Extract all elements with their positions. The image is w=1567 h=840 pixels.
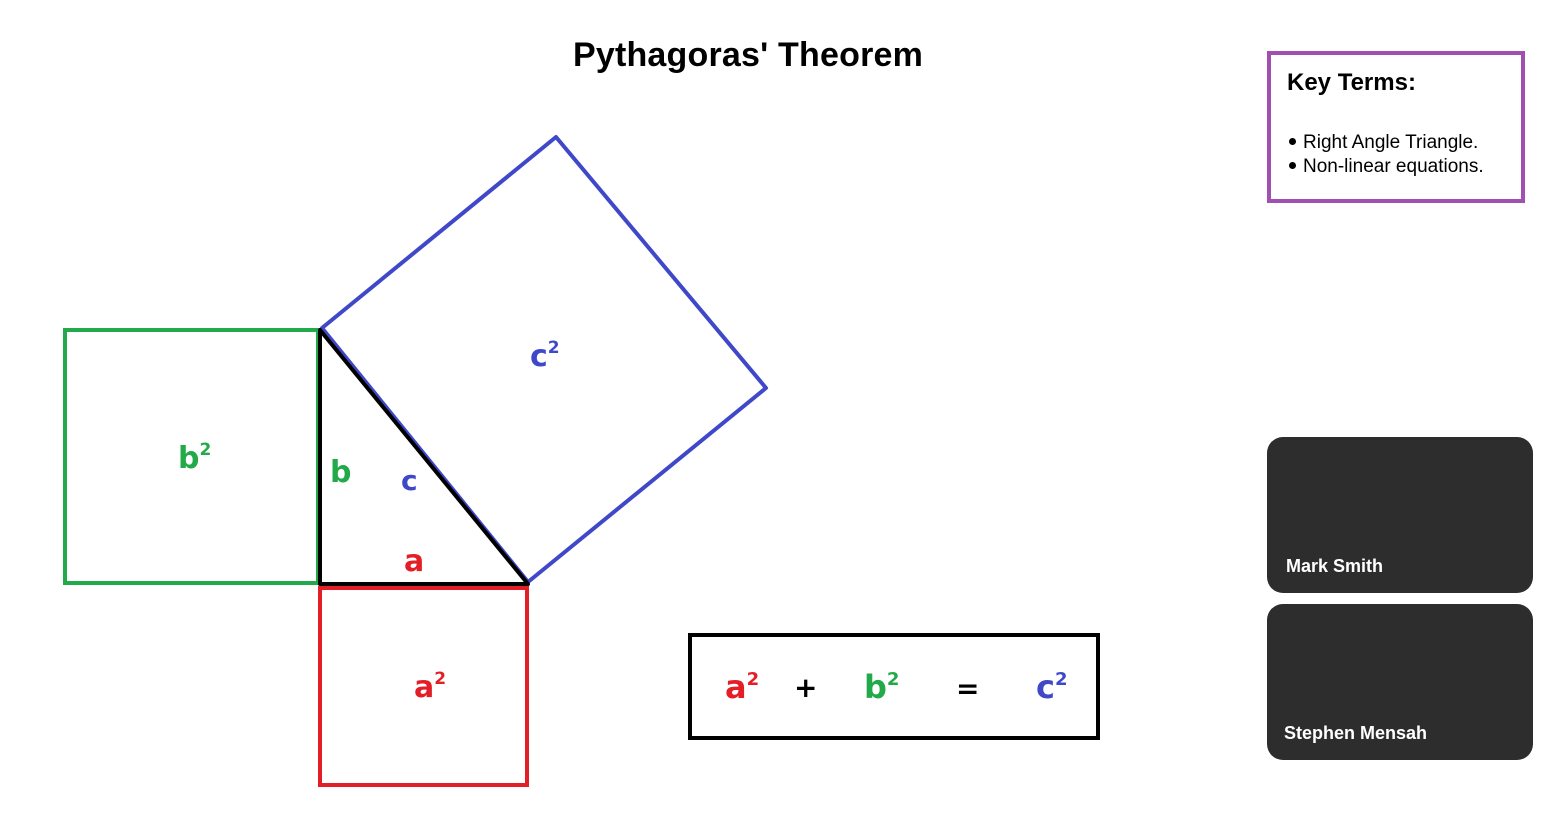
participant-name: Stephen Mensah: [1284, 723, 1428, 743]
b-squared-label: b2: [178, 440, 211, 476]
equation-equals: =: [956, 672, 979, 705]
bullet-icon: [1289, 138, 1296, 146]
equation-c-base: c: [1036, 668, 1055, 706]
c-squared-label: c2: [530, 338, 560, 374]
a-squared-square: [318, 586, 529, 787]
key-term-text: Non-linear equations.: [1303, 156, 1484, 177]
equation-b: b2: [864, 668, 899, 706]
key-term-item: Right Angle Triangle.: [1275, 131, 1484, 155]
c-squared-base: c: [530, 339, 548, 374]
b-squared-base: b: [178, 441, 199, 476]
equation-a-exponent: 2: [747, 669, 760, 690]
key-term-item: Non-linear equations.: [1275, 155, 1484, 179]
key-terms-list: Right Angle Triangle. Non-linear equatio…: [1275, 131, 1484, 179]
equation-b-base: b: [864, 668, 887, 706]
equation-plus: +: [794, 671, 817, 704]
participant-video-tile[interactable]: Mark Smith: [1267, 437, 1533, 593]
right-triangle: [318, 328, 530, 586]
equation-a-base: a: [725, 668, 747, 706]
a-squared-label: a2: [414, 669, 446, 705]
page-title: Pythagoras' Theorem: [572, 36, 924, 74]
c-squared-exponent: 2: [548, 338, 560, 358]
equation-c: c2: [1036, 668, 1068, 706]
a-squared-exponent: 2: [434, 669, 446, 689]
a-squared-base: a: [414, 670, 434, 705]
equation-b-exponent: 2: [887, 669, 900, 690]
participant-name: Mark Smith: [1286, 556, 1384, 576]
key-term-text: Right Angle Triangle.: [1303, 132, 1479, 153]
bullet-icon: [1289, 162, 1296, 170]
side-b-label: b: [330, 455, 351, 490]
side-c-label: c: [401, 464, 418, 497]
b-squared-exponent: 2: [199, 440, 211, 460]
equation-box: [688, 633, 1100, 740]
equation-a: a2: [725, 668, 759, 706]
equation-c-exponent: 2: [1055, 669, 1068, 690]
participant-video-tile[interactable]: Stephen Mensah: [1267, 604, 1533, 760]
side-a-label: a: [404, 544, 424, 579]
key-terms-box: Key Terms: Right Angle Triangle. Non-lin…: [1267, 51, 1525, 203]
key-terms-heading: Key Terms:: [1287, 69, 1416, 96]
